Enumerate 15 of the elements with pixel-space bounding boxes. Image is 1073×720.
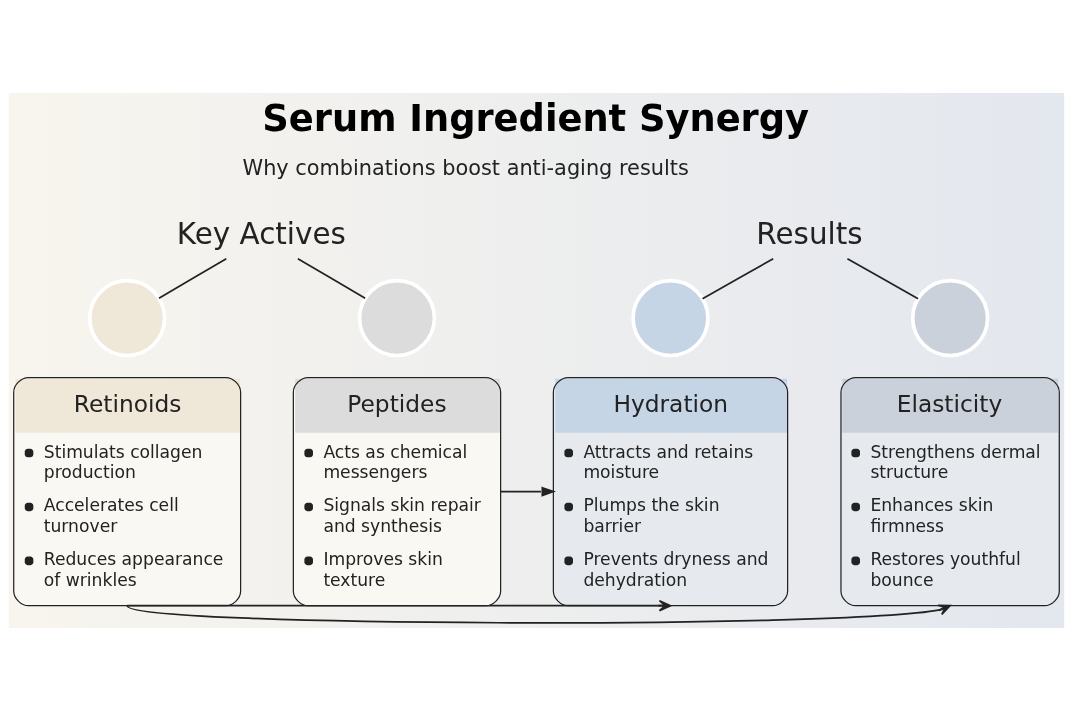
- arrow: [126, 603, 951, 624]
- label: Why combinations boost anti-aging results: [242, 155, 689, 180]
- arrow: [126, 599, 672, 611]
- connector: [158, 257, 228, 299]
- diagram-title: Serum Ingredient Synergy: [262, 96, 810, 140]
- node-circle: [87, 278, 167, 357]
- node-circle: [910, 278, 990, 357]
- node-circle: [631, 278, 710, 357]
- connector: [297, 257, 367, 299]
- node-circle: [357, 278, 437, 357]
- node-text: Key Actives: [176, 216, 346, 251]
- connector: [846, 257, 919, 300]
- arrow: [499, 486, 556, 497]
- node-text: Results: [756, 216, 863, 251]
- connector: [701, 257, 775, 300]
